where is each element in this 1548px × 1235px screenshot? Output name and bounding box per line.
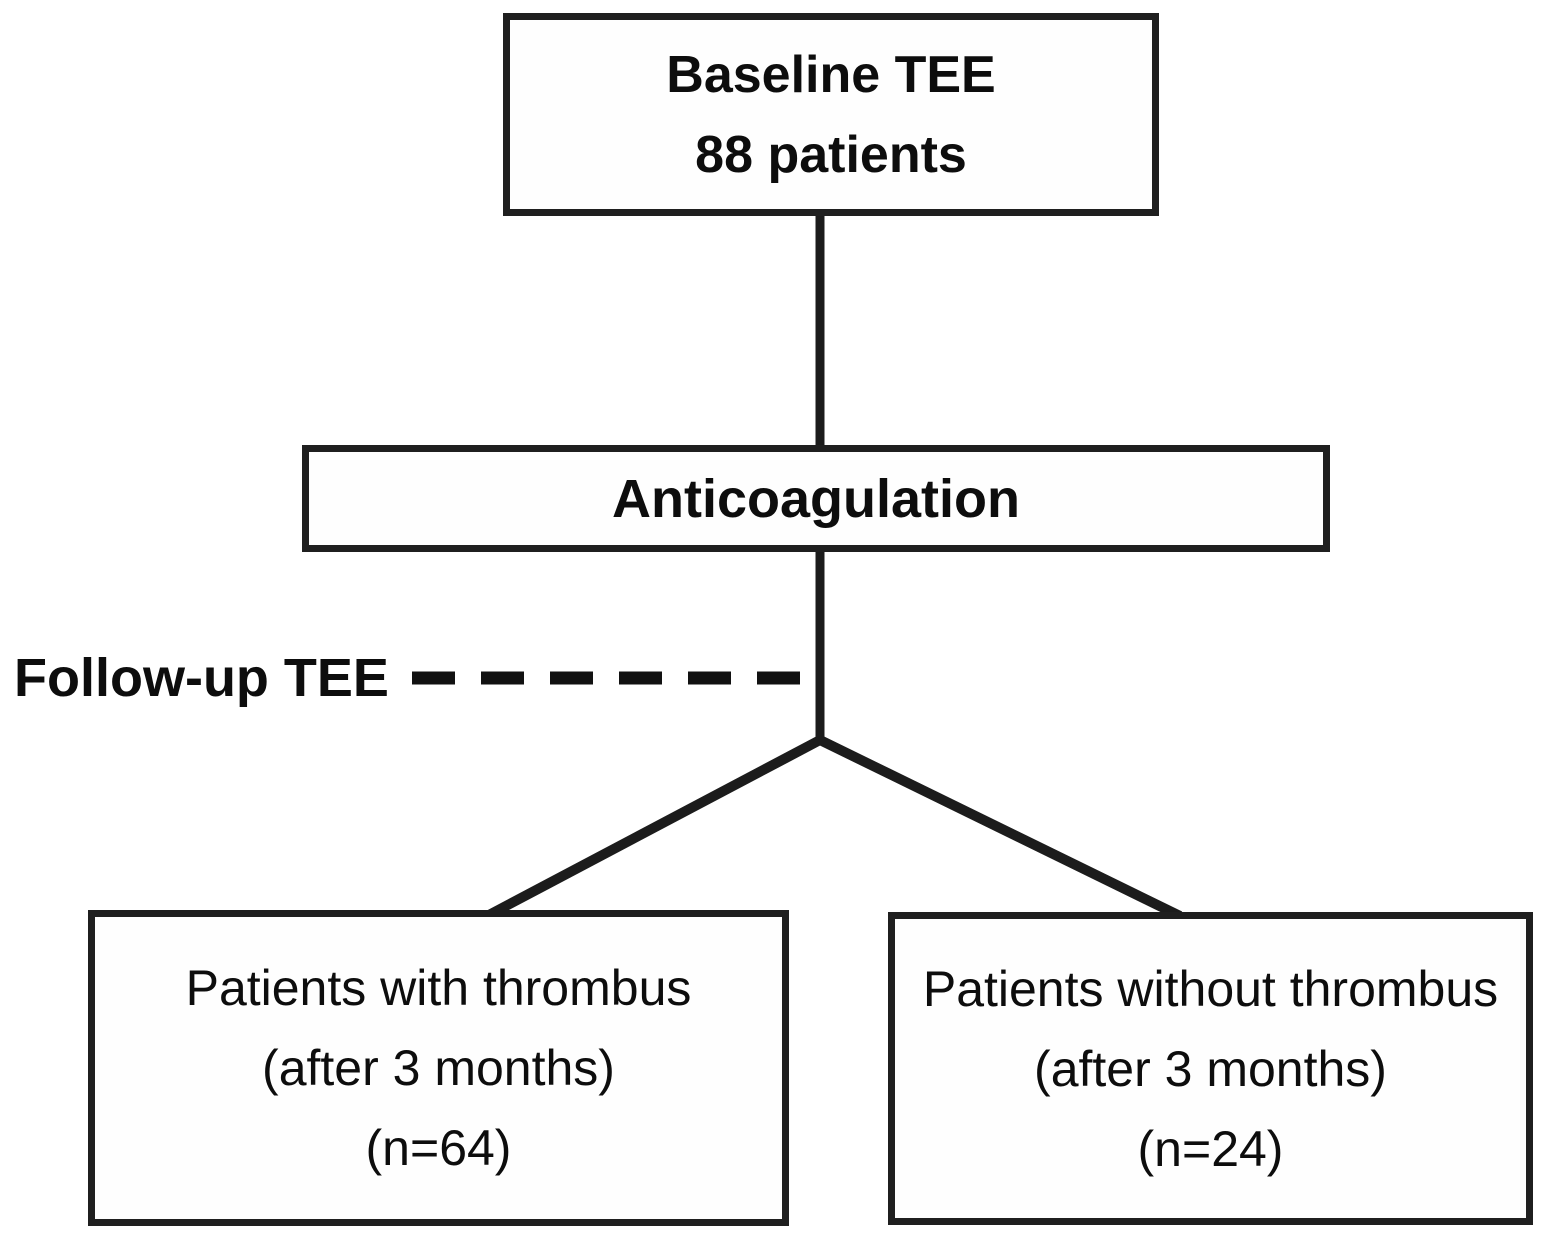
anticoagulation-box: Anticoagulation [302,445,1330,552]
without-thrombus-title: Patients without thrombus [922,960,1499,1017]
followup-tee-label: Follow-up TEE [14,648,389,708]
patients-with-thrombus-box: Patients with thrombus (after 3 months) … [88,910,789,1226]
branch-right-line [817,735,1183,921]
branch-left-line [484,735,823,921]
baseline-tee-box: Baseline TEE 88 patients [503,13,1159,216]
baseline-tee-title: Baseline TEE [666,45,996,104]
without-thrombus-timeframe: (after 3 months) [1034,1040,1387,1097]
patients-without-thrombus-box: Patients without thrombus (after 3 month… [888,912,1533,1225]
anticoagulation-label: Anticoagulation [612,468,1020,529]
without-thrombus-count: (n=24) [1137,1120,1284,1177]
baseline-tee-count: 88 patients [695,125,967,184]
with-thrombus-title: Patients with thrombus [185,960,692,1016]
with-thrombus-count: (n=64) [365,1120,512,1176]
with-thrombus-timeframe: (after 3 months) [262,1040,615,1096]
